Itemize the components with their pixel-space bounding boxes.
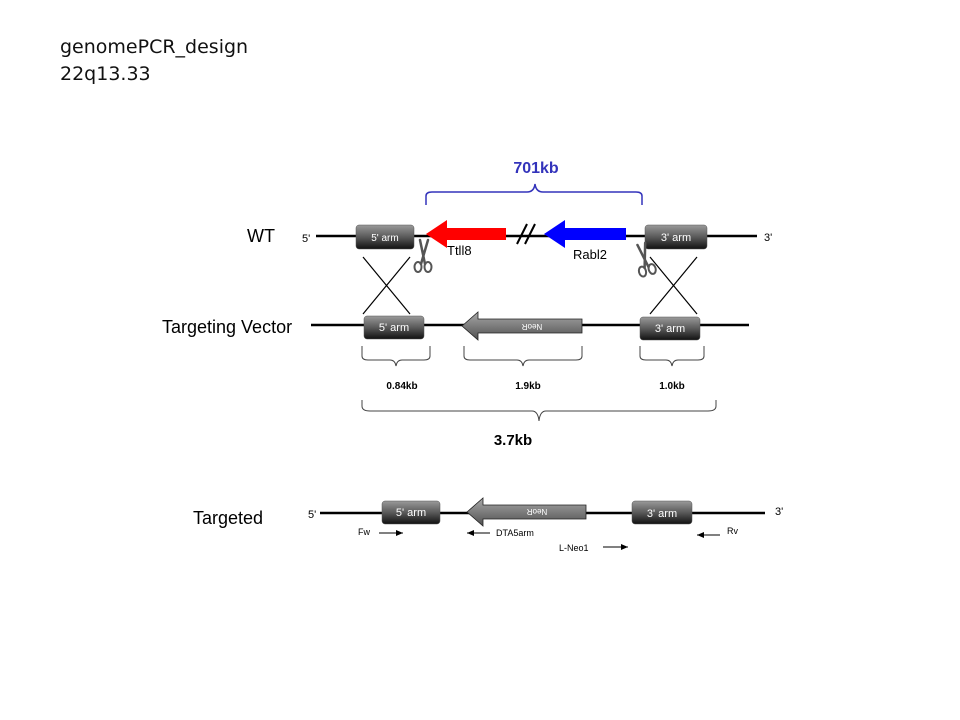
vector-five-arm-box	[363, 315, 425, 340]
targeted-label: Targeted	[193, 508, 263, 528]
ttll8-gene-arrow	[426, 220, 506, 248]
targeted-neo-cassette	[466, 497, 587, 527]
break-mark-right	[524, 223, 536, 245]
wt-three-arm-box	[644, 224, 708, 250]
crossover-three-b	[649, 256, 698, 315]
locus-label: 22q13.33	[60, 63, 151, 85]
wt-three-arm-label: 3' arm	[661, 232, 691, 244]
five-arm-size: 0.84kb	[386, 381, 417, 392]
neo-size: 1.9kb	[515, 381, 541, 392]
vector-three-arm-box	[639, 316, 701, 341]
three-arm-size-brace	[639, 346, 705, 367]
distance-bracket	[425, 183, 643, 205]
primer-rv-label: Rv	[727, 526, 738, 536]
targeted-three-prime-end: 3'	[775, 506, 783, 518]
vector-five-arm-label: 5' arm	[379, 322, 409, 334]
targeted-three-arm-label: 3' arm	[647, 508, 677, 520]
targeted-five-arm-label: 5' arm	[396, 507, 426, 519]
total-size-brace	[361, 400, 717, 422]
vector-neo-label: NeoR	[522, 322, 543, 331]
crossover-five-b	[362, 256, 411, 315]
ttll8-label: Ttll8	[447, 243, 472, 258]
wt-five-arm-label: 5' arm	[371, 233, 398, 244]
wt-label: WT	[247, 226, 275, 246]
wt-three-prime-end: 3'	[764, 232, 772, 244]
rabl2-gene-arrow	[544, 220, 626, 248]
five-arm-size-brace	[361, 346, 431, 367]
targeted-three-arm-box	[631, 500, 693, 525]
vector-three-arm-label: 3' arm	[655, 323, 685, 335]
vector-neo-cassette	[461, 311, 583, 341]
primer-dta-label: DTA5arm	[496, 528, 534, 538]
break-mark-left	[516, 223, 528, 245]
three-arm-size: 1.0kb	[659, 381, 685, 392]
scissors-left-icon	[413, 238, 433, 274]
wt-five-prime-end: 5'	[302, 233, 310, 245]
targeted-five-arm-box	[381, 500, 441, 525]
primer-lneo-label: L-Neo1	[559, 543, 589, 553]
primer-fw-label: Fw	[358, 527, 370, 537]
targeted-five-prime-end: 5'	[308, 509, 316, 521]
targeted-neo-label: NeoR	[527, 507, 548, 516]
distance-label: 701kb	[513, 160, 559, 177]
total-size: 3.7kb	[494, 432, 532, 449]
page-title: genomePCR_design	[60, 36, 249, 58]
rabl2-label: Rabl2	[573, 247, 607, 262]
title-block: genomePCR_design 22q13.33	[60, 34, 248, 88]
vector-label: Targeting Vector	[162, 317, 292, 337]
wt-five-arm-box	[355, 224, 415, 250]
neo-size-brace	[463, 346, 583, 367]
